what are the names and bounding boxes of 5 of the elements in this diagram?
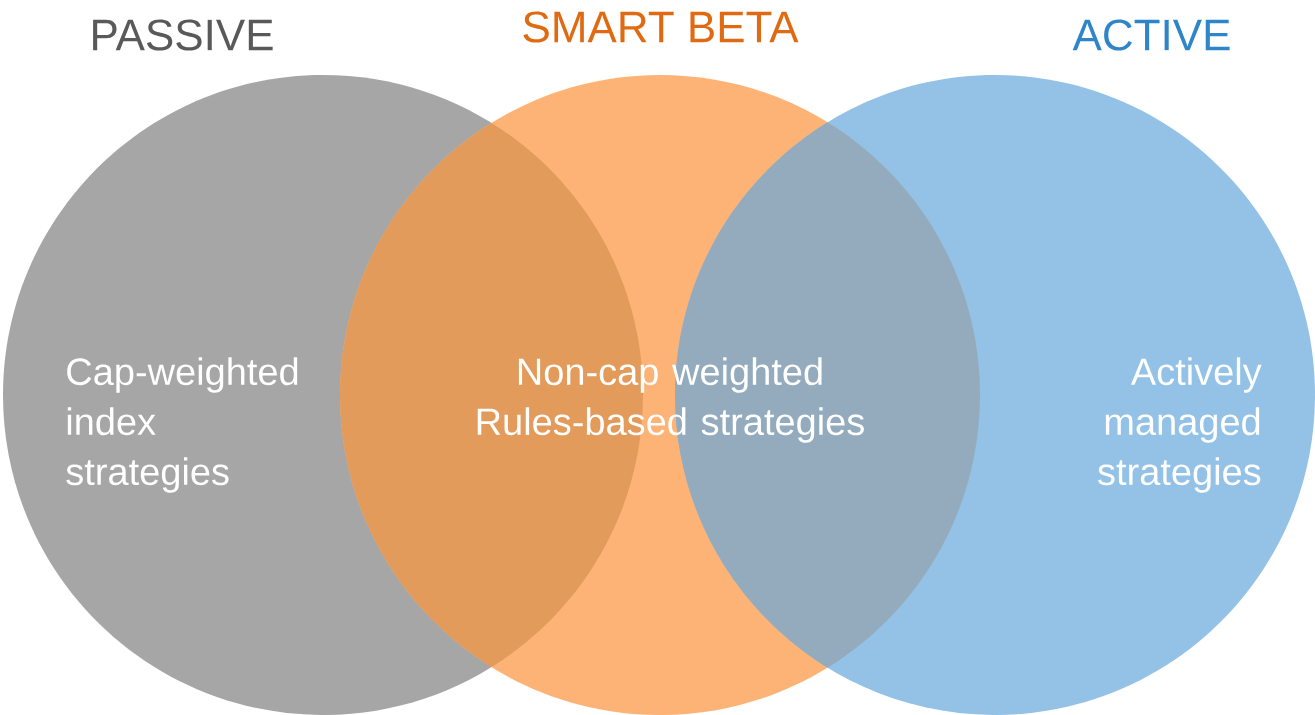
circle-text: Actively managed strategies xyxy=(1098,357,1262,493)
circle-heading: ACTIVE xyxy=(1072,19,1230,51)
circle-heading: SMART BETA xyxy=(523,11,799,43)
circle-heading: PASSIVE xyxy=(93,19,273,51)
circle-text: Cap-weighted index strategies xyxy=(66,357,298,493)
